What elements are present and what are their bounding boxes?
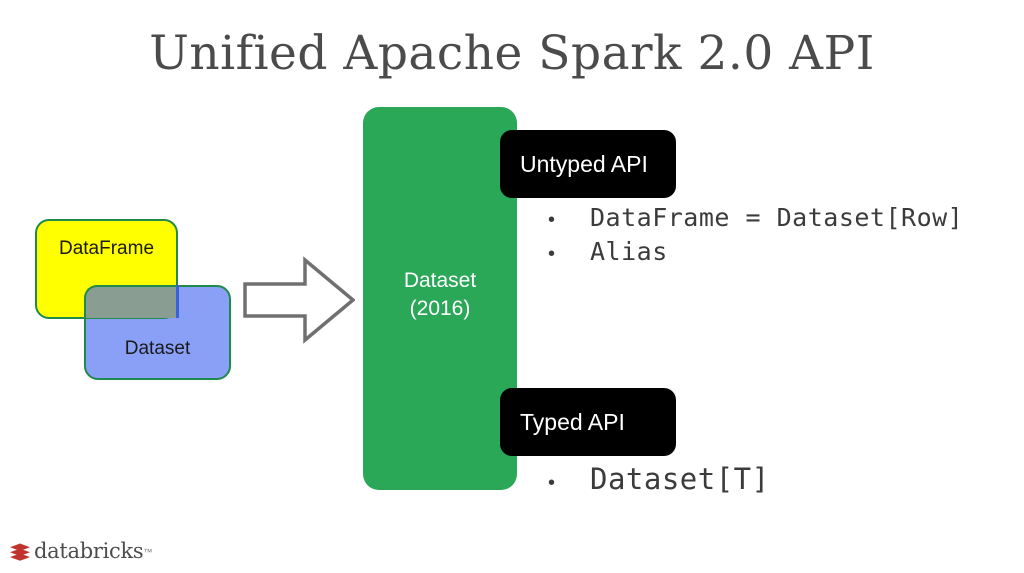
venn-overlap-edge (176, 285, 179, 318)
dataset-column-title: Dataset (403, 269, 477, 292)
databricks-stack-icon (9, 542, 31, 562)
venn-label-dataframe: DataFrame (58, 238, 155, 259)
untyped-bullet-text-2: Alias (590, 237, 668, 266)
list-item: • Dataset[T] (548, 462, 770, 496)
bullet-icon: • (548, 243, 556, 265)
databricks-stack-icon-svg (10, 543, 30, 561)
typed-api-bullet-list: • Dataset[T] (548, 462, 770, 496)
trademark-symbol: ™ (143, 546, 153, 557)
databricks-logo: databricks ™ (9, 541, 152, 562)
right-block-arrow-icon (243, 256, 356, 344)
databricks-wordmark: databricks (34, 539, 144, 563)
venn-overlap-region (84, 285, 178, 318)
dataset-column-label: Dataset (2016) (363, 267, 517, 323)
typed-api-label: Typed API (520, 408, 625, 435)
list-item: • DataFrame = Dataset[Row] (548, 203, 963, 237)
page-title: Unified Apache Spark 2.0 API (149, 26, 875, 81)
typed-api-pill: Typed API (500, 388, 676, 456)
untyped-bullet-text-1: DataFrame = Dataset[Row] (590, 203, 964, 232)
untyped-api-pill: Untyped API (500, 130, 676, 198)
bullet-icon: • (548, 209, 556, 231)
dataset-column: Dataset (2016) (363, 107, 517, 490)
bullet-icon: • (548, 472, 556, 494)
right-block-arrow (243, 256, 356, 344)
dataset-column-year: (2016) (409, 297, 471, 320)
typed-bullet-text-1: Dataset[T] (590, 462, 770, 496)
untyped-api-bullet-list: • DataFrame = Dataset[Row] • Alias (548, 203, 963, 271)
untyped-api-label: Untyped API (520, 150, 648, 177)
list-item: • Alias (548, 237, 963, 271)
venn-label-dataset: Dataset (124, 338, 191, 359)
